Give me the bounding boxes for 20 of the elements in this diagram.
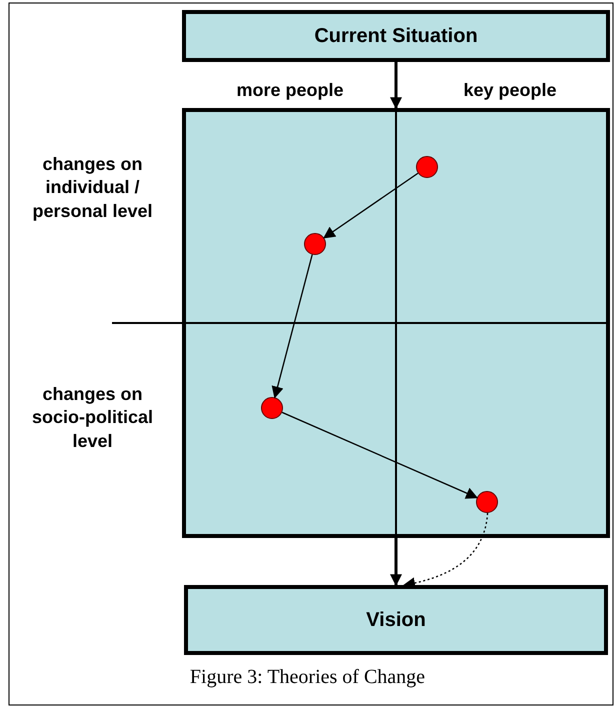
row-header: changes on individual / personal level	[31, 153, 154, 223]
arrow	[403, 512, 488, 589]
row-header: changes on socio-political level	[30, 383, 154, 453]
circle-marker	[261, 397, 283, 419]
caption: Figure 3: Theories of Change	[188, 665, 426, 690]
column-header: more people	[235, 79, 345, 102]
quadrant-box	[182, 108, 610, 538]
arrow	[390, 62, 402, 110]
arrow	[323, 172, 418, 238]
process-box	[182, 10, 610, 62]
arrow	[282, 412, 478, 499]
circle-marker	[416, 156, 438, 178]
arrow	[272, 254, 313, 399]
column-header: key people	[462, 79, 558, 102]
box-title: Vision	[366, 608, 426, 632]
process-box	[184, 585, 608, 655]
circle-marker	[476, 491, 498, 513]
arrow	[390, 538, 402, 586]
circle-marker	[304, 233, 326, 255]
box-title: Current Situation	[314, 24, 478, 48]
